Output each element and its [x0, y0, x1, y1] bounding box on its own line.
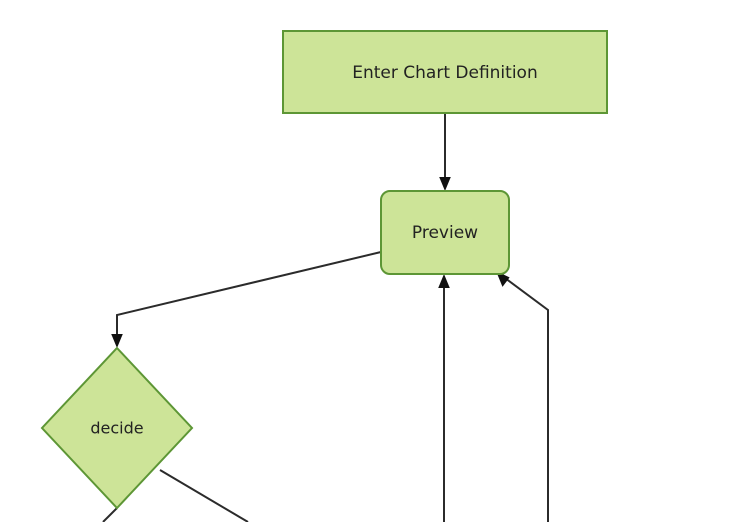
node-shape-diamond[interactable] — [40, 346, 194, 510]
edge-return-right-to-preview — [496, 271, 549, 522]
edge-line — [116, 251, 382, 337]
node-shape-rectangle[interactable] — [282, 30, 608, 114]
arrow-head-icon — [438, 274, 450, 288]
node-decide[interactable]: decide — [40, 346, 194, 510]
node-enter-chart-definition[interactable]: Enter Chart Definition — [282, 30, 608, 114]
edge-return-center-to-preview — [438, 274, 450, 522]
node-preview[interactable]: Preview — [380, 190, 510, 275]
edge-preview-to-decide — [111, 251, 382, 348]
edge-decide-out-right — [159, 469, 249, 522]
edge-line — [504, 277, 549, 522]
edge-line — [159, 469, 249, 522]
node-shape-rounded-rectangle[interactable] — [380, 190, 510, 275]
arrow-head-icon — [439, 177, 451, 191]
arrow-head-icon — [111, 334, 123, 348]
edge-enter-to-preview — [439, 113, 451, 191]
edge-decide-out-left — [102, 507, 118, 522]
edge-line — [102, 507, 118, 522]
